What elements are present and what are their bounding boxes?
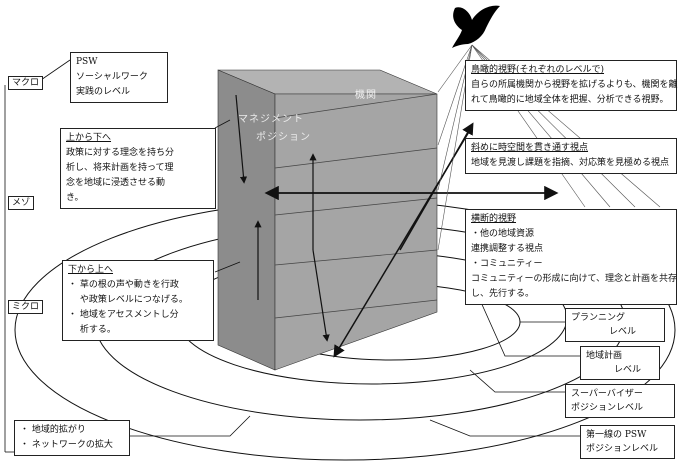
leader-frontline bbox=[429, 419, 580, 437]
label-position: ポジション bbox=[256, 132, 311, 143]
leader-expansion bbox=[130, 415, 251, 437]
top-down-line: 念を地域に浸透させる動 bbox=[66, 178, 166, 188]
bottom-up-title: 下から上へ bbox=[68, 265, 114, 275]
diagonal-line: 地域を見渡し課題を指摘、対応策を見極める視点 bbox=[471, 158, 670, 168]
frontline-line1: 第一線の PSW bbox=[586, 430, 647, 440]
label-kikan: 機関 bbox=[355, 90, 377, 101]
frontline-line2: ポジションレベル bbox=[586, 444, 659, 454]
regional-plan-line1: 地域計画 bbox=[586, 351, 623, 361]
cross-line: コミュニティーの形成に向けて、理念と計画を共存 bbox=[471, 274, 678, 284]
cross-line: し、先行する。 bbox=[471, 289, 535, 299]
leader-supervisor bbox=[469, 369, 565, 393]
regional-plan-line2: レベル bbox=[614, 365, 642, 375]
birds-eye-line: 自らの所属機関から視野を拡げるよりも、機関を離 bbox=[471, 80, 678, 90]
building-floor-lines bbox=[274, 93, 438, 319]
psw-line1: ソーシャルワーク bbox=[76, 72, 148, 82]
bottom-up-item: 析する。 bbox=[68, 325, 116, 335]
psw-line2: 実践のレベル bbox=[76, 87, 131, 97]
leader-regional bbox=[479, 299, 580, 357]
top-down-title: 上から下へ bbox=[66, 133, 112, 143]
bottom-up-item: や政策レベルにつなげる。 bbox=[68, 295, 188, 305]
cross-box: 横断的視野 ・他の地域資源 連携調整する視点 ・コミュニティー コミュニティーの… bbox=[465, 209, 677, 305]
expansion-item: ・ 地域的拡がり bbox=[20, 425, 86, 435]
planning-box: プランニング レベル bbox=[565, 308, 665, 342]
supervisor-line2: ポジションレベル bbox=[571, 403, 644, 413]
frontline-box: 第一線の PSW ポジションレベル bbox=[580, 425, 675, 459]
supervisor-box: スーパーバイザー ポジションレベル bbox=[565, 384, 675, 418]
level-micro: ミクロ bbox=[8, 300, 44, 314]
bird-icon bbox=[452, 5, 500, 48]
top-down-line: き。 bbox=[66, 193, 84, 203]
label-management: マネジメント bbox=[238, 114, 304, 125]
birds-eye-box: 鳥瞰的視野(それぞれのレベルで) 自らの所属機関から視野を拡げるよりも、機関を離… bbox=[465, 60, 678, 111]
supervisor-line1: スーパーバイザー bbox=[571, 389, 643, 399]
expansion-box: ・ 地域的拡がり ・ ネットワークの拡大 bbox=[14, 420, 130, 456]
arrow-vertical-down bbox=[312, 249, 330, 342]
planning-line2: レベル bbox=[609, 327, 637, 337]
regional-plan-box: 地域計画 レベル bbox=[580, 346, 660, 380]
planning-line1: プランニング bbox=[571, 313, 626, 323]
psw-title: PSW bbox=[76, 57, 98, 67]
diagonal-title: 斜めに時空間を貫き通す視点 bbox=[471, 143, 589, 153]
cross-title: 横断的視野 bbox=[471, 214, 517, 224]
cross-line: 連携調整する視点 bbox=[471, 244, 544, 254]
expansion-item: ・ ネットワークの拡大 bbox=[20, 440, 113, 450]
top-down-box: 上から下へ 政策に対する理念を持ち分 析し、将来計画を持って理 念を地域に浸透さ… bbox=[60, 128, 216, 209]
bottom-up-box: 下から上へ ・ 草の根の声や動きを行政 や政策レベルにつなげる。 ・ 地域をアセ… bbox=[62, 260, 214, 341]
psw-box: PSW ソーシャルワーク 実践のレベル bbox=[70, 52, 168, 103]
arrow-top-down bbox=[235, 94, 248, 184]
top-down-line: 政策に対する理念を持ち分 bbox=[66, 148, 175, 158]
level-meso: メゾ bbox=[8, 196, 35, 210]
bottom-up-item: ・ 草の根の声や動きを行政 bbox=[68, 280, 179, 290]
diagonal-box: 斜めに時空間を貫き通す視点 地域を見渡し課題を指摘、対応策を見極める視点 bbox=[465, 138, 677, 174]
cross-line: ・コミュニティー bbox=[471, 259, 543, 269]
bottom-up-item: ・ 地域をアセスメントし分 bbox=[68, 310, 179, 320]
birds-eye-line: れて鳥瞰的に地域全体を把握、分析できる視野。 bbox=[471, 95, 669, 105]
arrow-diagonal-up bbox=[399, 122, 474, 251]
cross-line: ・他の地域資源 bbox=[471, 229, 535, 239]
level-macro: マクロ bbox=[8, 76, 44, 90]
top-down-line: 析し、将来計画を持って理 bbox=[66, 163, 174, 173]
birds-eye-title: 鳥瞰的視野(それぞれのレベルで) bbox=[471, 65, 605, 75]
